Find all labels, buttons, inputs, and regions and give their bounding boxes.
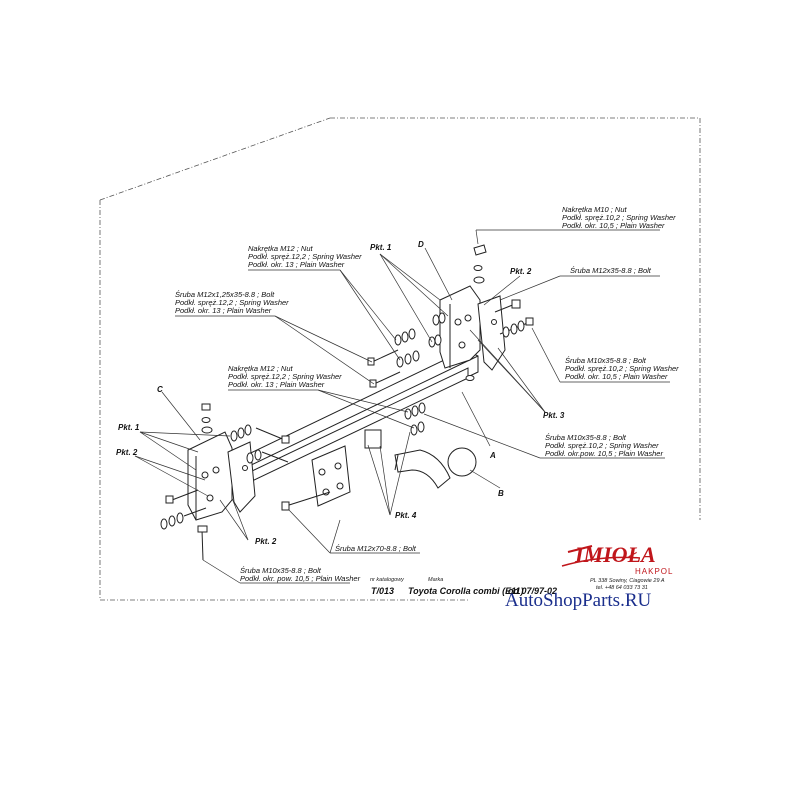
callout-line: Śruba M10x35-8.8 ; Bolt [565, 356, 647, 365]
callout-upper-nut-m12: Nakrętka M12 ; Nut Podkł. spręż.12,2 ; S… [248, 244, 362, 269]
callout-line: Podkł. okr. 13 ; Plain Washer [175, 306, 272, 315]
callout-right-bolt-m12x35: Śruba M12x35-8.8 ; Bolt [570, 266, 652, 275]
vehicle-model: Toyota Corolla combi (E11) [408, 586, 524, 596]
callout-line: Śruba M10x35-8.8 ; Bolt [240, 566, 322, 575]
callout-top-right-nut: Nakrętka M10 ; Nut Podkł. spręż.10,2 ; S… [562, 205, 676, 230]
nr-katalogowy-label: nr katalogowy [370, 577, 405, 583]
label-letter-d: D [418, 240, 424, 249]
logo-sub: HAKPOL [635, 567, 673, 576]
callout-line: Podkł. spręż.10,2 ; Spring Washer [565, 364, 679, 373]
callout-line: Śruba M10x35-8.8 ; Bolt [545, 433, 627, 442]
label-pkt2-top: Pkt. 2 [510, 267, 532, 276]
callout-line: Podkł. spręż.12,2 ; Spring Washer [175, 298, 289, 307]
frame-line-top-left [99, 117, 331, 201]
logo-address1: PL 338 Sowiny, Ciagowie 29 A [590, 578, 665, 584]
callout-line: Śruba M12x70-8.8 ; Bolt [335, 544, 417, 553]
callout-line: Podkł. okr.pow. 10,5 ; Plain Washer [545, 449, 663, 458]
label-letter-b: B [498, 489, 504, 498]
callout-line: Nakrętka M10 ; Nut [562, 205, 628, 214]
hardware-stacks [160, 244, 534, 561]
production-date: od 07/97-02 [508, 586, 557, 596]
callout-line: Podkł. spręż.12,2 ; Spring Washer [228, 372, 342, 381]
label-pkt4: Pkt. 4 [395, 511, 417, 520]
stack-top-right [473, 244, 487, 284]
stack-m12x70 [281, 491, 331, 511]
stack-upper-left [367, 312, 475, 388]
marka-label: Marka [428, 577, 443, 583]
right-bracket [439, 285, 506, 371]
leader-lines [134, 229, 670, 584]
callout-line: Podkł. okr. 13 ; Plain Washer [228, 380, 325, 389]
callout-line: Podkł. okr. 10,5 ; Plain Washer [562, 221, 665, 230]
stack-right-m10 [499, 317, 534, 338]
logo-swoosh-icon [561, 556, 641, 567]
label-letter-c: C [157, 385, 163, 394]
left-bracket [187, 431, 256, 521]
callout-line: Nakrętka M12 ; Nut [228, 364, 294, 373]
stack-bottom-left [160, 489, 208, 561]
cross-beam [231, 349, 479, 485]
callout-bottom-bolt-m10: Śruba M10x35-8.8 ; Bolt Podkł. okr. pow.… [240, 566, 361, 583]
label-pkt1-top: Pkt. 1 [370, 243, 392, 252]
label-pkt2-bottom: Pkt. 2 [255, 537, 277, 546]
watermark-brand: AutoShopParts.RU [505, 590, 651, 611]
imiola-logo: IMIOŁA HAKPOL PL 338 Sowiny, Ciagowie 29… [561, 542, 673, 591]
tow-ball [447, 447, 477, 477]
title-block: nr katalogowy Marka T/013 Toyota Corolla… [370, 577, 557, 596]
label-letter-a: A [489, 451, 496, 460]
callout-right-lower-bolt-m10: Śruba M10x35-8.8 ; Bolt Podkł. spręż.10,… [545, 433, 663, 458]
logo-name: IMIOŁA [574, 542, 656, 567]
callout-line: Śruba M12x1,25x35-8.8 ; Bolt [175, 290, 275, 299]
callout-line: Podkł. okr. 13 ; Plain Washer [248, 260, 345, 269]
callout-middle-nut-m12: Nakrętka M12 ; Nut Podkł. spręż.12,2 ; S… [228, 364, 342, 389]
callout-bolt-m12x70: Śruba M12x70-8.8 ; Bolt [335, 544, 417, 553]
callout-line: Podkł. okr. 10,5 ; Plain Washer [565, 372, 668, 381]
callout-line: Podkł. spręż.12,2 ; Spring Washer [248, 252, 362, 261]
stack-right-bolt [494, 299, 521, 313]
ball-mount [311, 429, 477, 507]
label-pkt2-left: Pkt. 2 [116, 448, 138, 457]
catalog-code: T/013 [371, 586, 394, 596]
stack-middle [404, 402, 426, 436]
label-pkt1-left: Pkt. 1 [118, 423, 140, 432]
callout-bolt-m12x125: Śruba M12x1,25x35-8.8 ; Bolt Podkł. sprę… [175, 290, 289, 315]
callout-line: Podkł. okr. pow. 10,5 ; Plain Washer [240, 574, 361, 583]
callout-line: Podkł. spręż.10,2 ; Spring Washer [562, 213, 676, 222]
callout-right-bolt-m10: Śruba M10x35-8.8 ; Bolt Podkł. spręż.10,… [565, 356, 679, 381]
logo-address2: tel. +48 64 033 73 31 [596, 585, 648, 591]
stack-left-c [201, 403, 290, 464]
callout-line: Śruba M12x35-8.8 ; Bolt [570, 266, 652, 275]
label-pkt3: Pkt. 3 [543, 411, 565, 420]
callout-line: Nakrętka M12 ; Nut [248, 244, 314, 253]
callout-line: Podkł. spręż.10,2 ; Spring Washer [545, 441, 659, 450]
